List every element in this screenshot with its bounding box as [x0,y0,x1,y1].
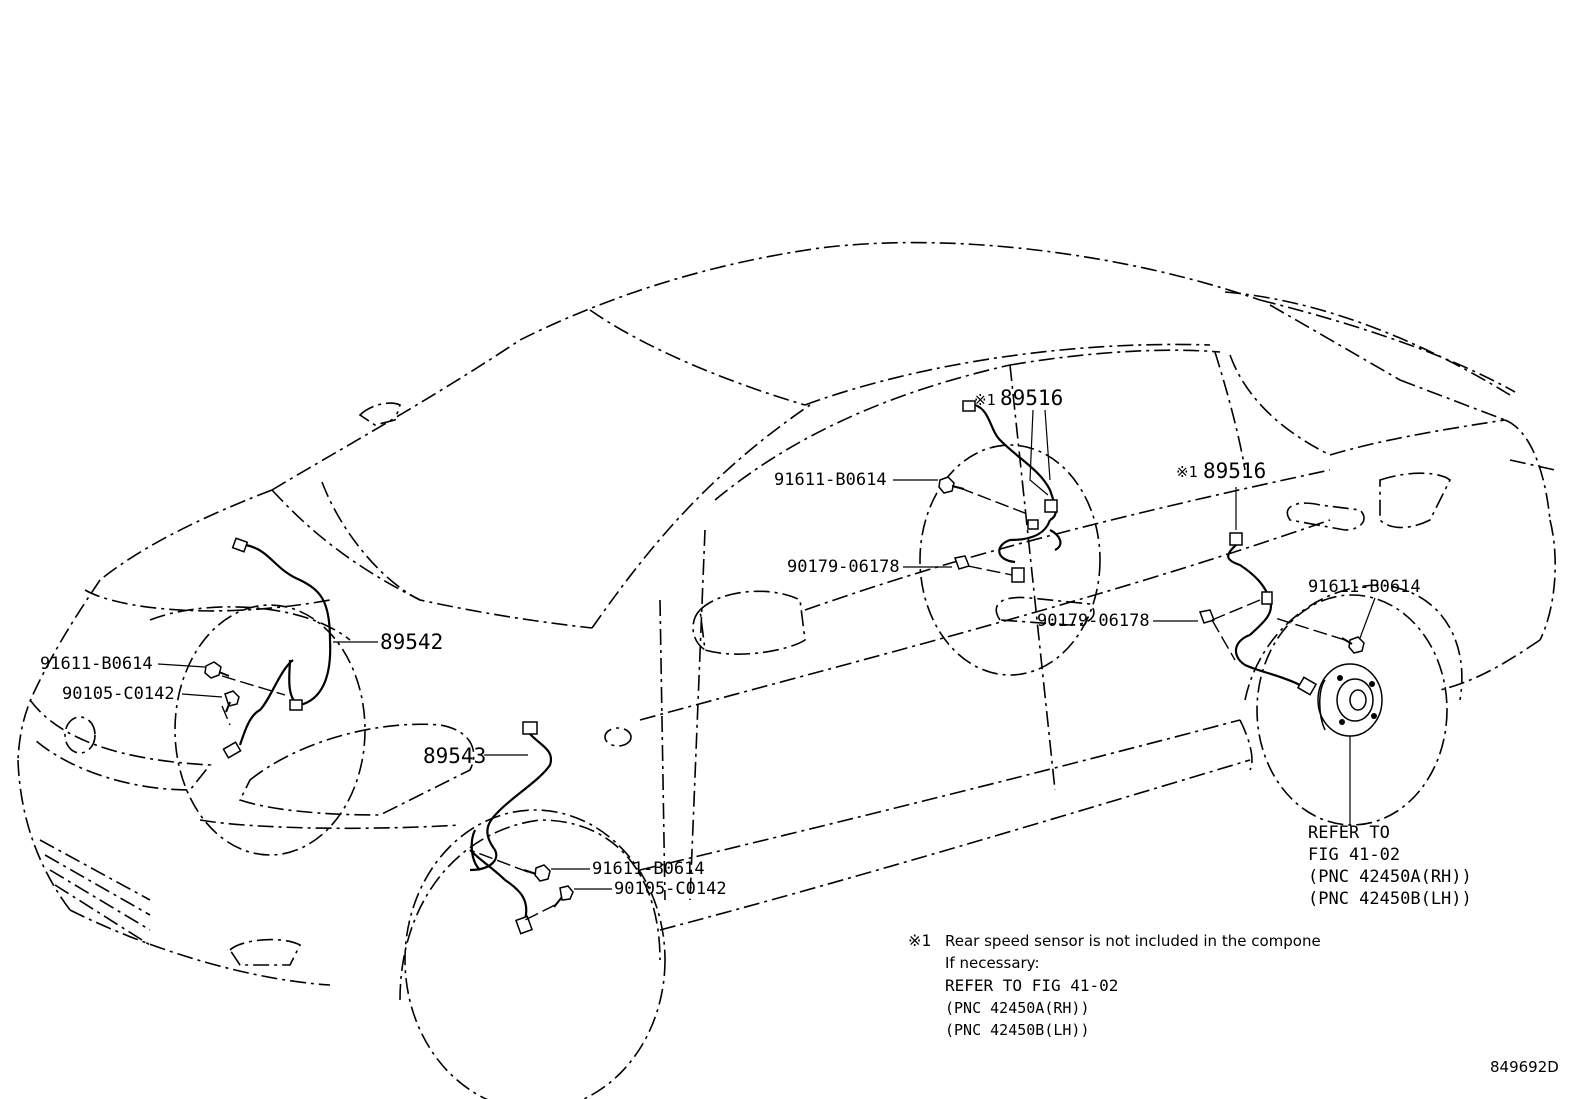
hub-ref-line4: (PNC 42450B(LH)) [1308,889,1472,909]
fasteners [204,476,1365,908]
rear-upper-speed-sensor [962,400,1062,583]
callout-89516-lower: 89516 [1203,459,1267,483]
callout-89542: 89542 [380,630,444,654]
callout-90105-c0142-front-lh: 90105-C0142 [614,879,727,899]
hub-ref-line1: REFER TO [1308,823,1390,843]
figure-id: 849692D [1490,1058,1559,1076]
hub-ref-line3: (PNC 42450A(RH)) [1308,867,1472,887]
callout-rear-lower-mark: ※1 [1176,463,1198,481]
callout-rear-upper-mark: ※1 [974,391,996,409]
callout-89543: 89543 [423,744,487,768]
callout-91611-b0614-rear-upper: 91611-B0614 [774,470,887,490]
hub-ref-line2: FIG 41-02 [1308,845,1401,865]
callout-89516-upper: 89516 [1000,386,1064,410]
front-lh-speed-sensor [469,721,553,935]
footnote-line5: (PNC 42450B(LH)) [945,1021,1090,1039]
rear-hub-assembly [1317,663,1383,825]
callout-90105-c0142-front-rh: 90105-C0142 [62,684,175,704]
leader-lines [157,409,1376,890]
footnote-line2: If necessary: [945,954,1040,972]
callout-91611-b0614-rear-lower: 91611-B0614 [1308,577,1421,597]
front-rh-speed-sensor [222,537,332,759]
callout-90179-06178-rear-lower: 90179-06178 [1037,611,1150,631]
footnote-line1: Rear speed sensor is not included in the… [945,932,1321,950]
footnote-line4: (PNC 42450A(RH)) [945,999,1090,1017]
assembly-guides [221,487,1346,921]
callout-91611-b0614-front-rh: 91611-B0614 [40,654,153,674]
callout-91611-b0614-front-lh: 91611-B0614 [592,859,705,879]
rear-lower-speed-sensor [1227,532,1318,696]
footnote-mark: ※1 [908,931,932,950]
callout-90179-06178-rear-upper: 90179-06178 [787,557,900,577]
car-body-outline [17,241,1556,1099]
footnote-line3: REFER TO FIG 41-02 [945,976,1119,995]
